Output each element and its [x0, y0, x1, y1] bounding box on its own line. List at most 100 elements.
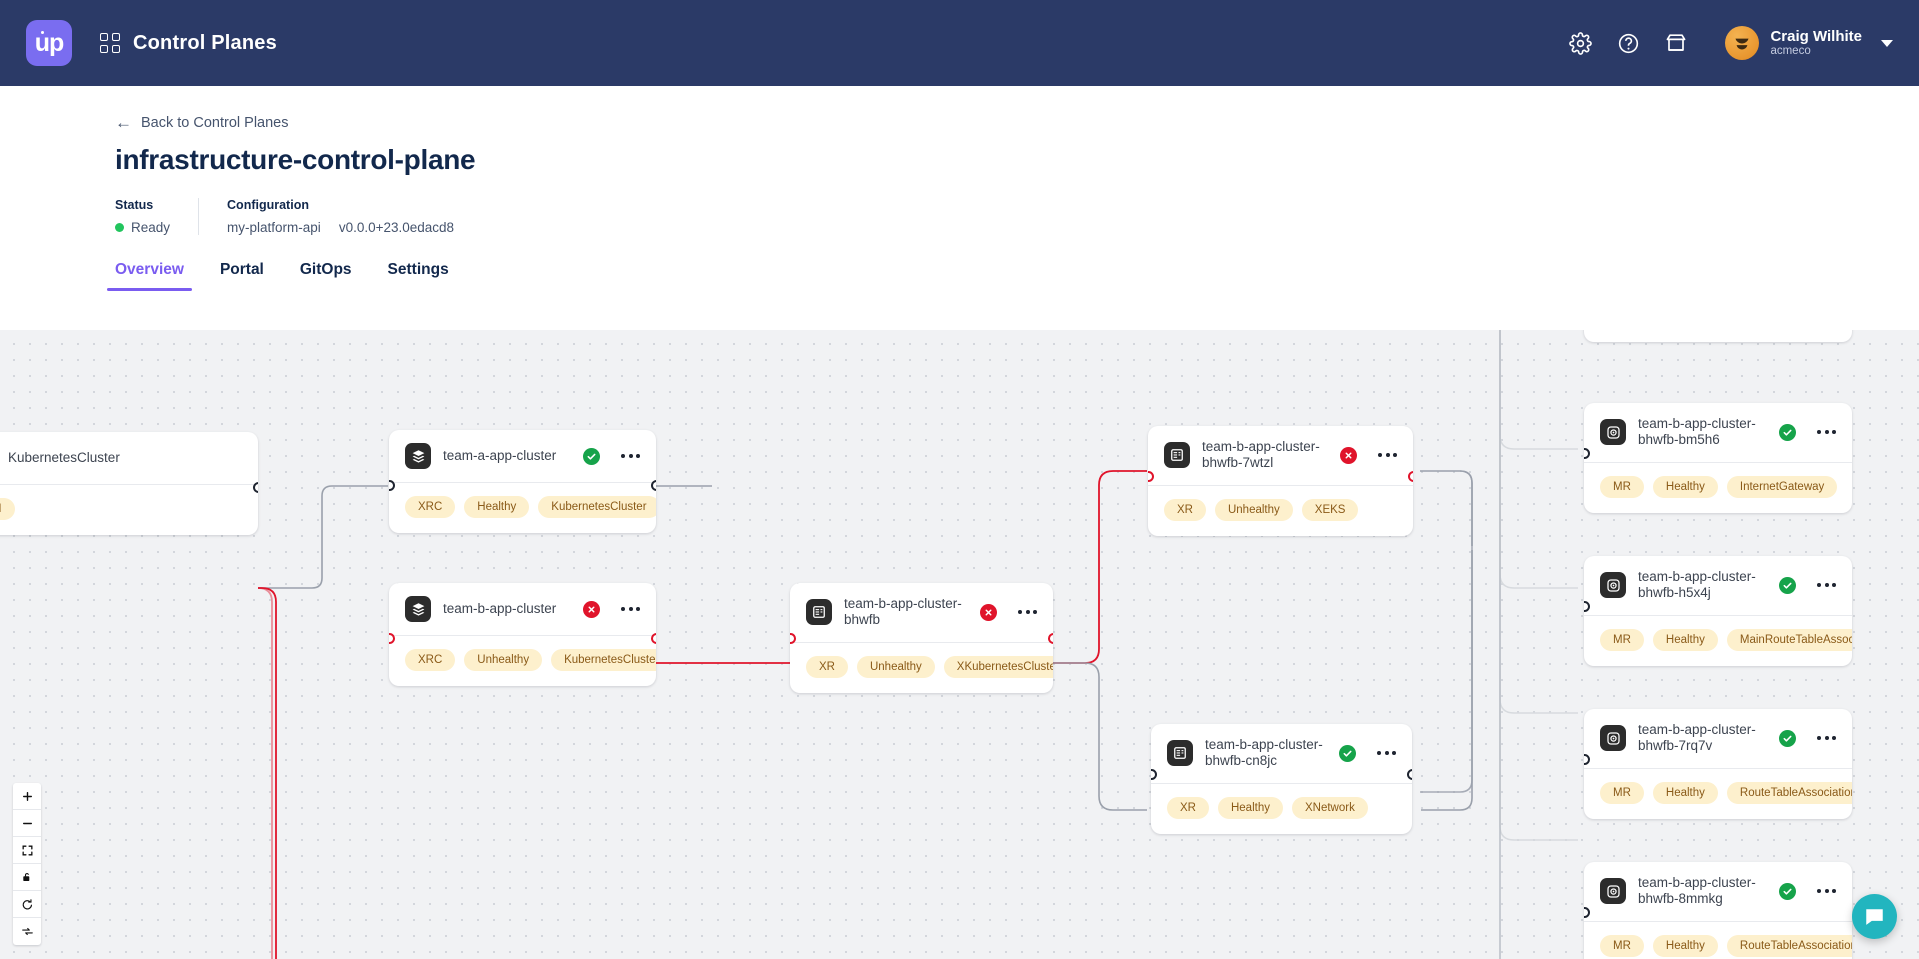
node-divider — [389, 635, 656, 636]
tab-overview[interactable]: Overview — [107, 261, 192, 291]
node-title: team-b-app-cluster — [443, 600, 557, 616]
status-value-row: Ready — [115, 220, 170, 235]
status-healthy-icon — [1339, 744, 1356, 762]
refresh-icon[interactable] — [13, 918, 41, 945]
status-unhealthy-icon — [583, 600, 600, 618]
managed-resource-icon — [1600, 878, 1626, 905]
graph-node-team-b-app-cluster[interactable]: team-b-app-cluster XRC Unhealthy Kuberne… — [389, 583, 656, 686]
node-handle-left[interactable] — [1584, 754, 1590, 765]
node-header: team-b-app-cluster — [389, 583, 656, 635]
node-header: team-b-app-cluster-bhwfb — [790, 583, 1053, 642]
zoom-out-button[interactable] — [13, 810, 41, 837]
node-tags: XR Healthy XNetwork — [1151, 784, 1412, 834]
node-header: team-b-app-cluster-bhwfb-7wtzl — [1148, 426, 1413, 485]
page-header: ← Back to Control Planes infrastructure-… — [0, 86, 1919, 291]
node-handle-left[interactable] — [1148, 471, 1154, 482]
graph-node-team-a-app-cluster[interactable]: team-a-app-cluster XRC Healthy Kubernete… — [389, 430, 656, 533]
graph-node-team-b-app-cluster-bhwfb-cn8jc[interactable]: team-b-app-cluster-bhwfb-cn8jc XR Health… — [1151, 724, 1412, 834]
node-divider — [1151, 782, 1412, 784]
graph-node-team-b-app-cluster-bhwfb-7rq7v[interactable]: team-b-app-cluster-bhwfb-7rq7v MR Health… — [1584, 709, 1852, 819]
node-handle-left[interactable] — [1584, 601, 1590, 612]
node-menu-button[interactable] — [1808, 426, 1838, 438]
graph-node-team-b-app-cluster-bhwfb[interactable]: team-b-app-cluster-bhwfb XR Unhealthy XK… — [790, 583, 1053, 693]
node-tag: Healthy — [1217, 796, 1283, 819]
node-handle-left[interactable] — [1584, 907, 1590, 918]
node-handle-left[interactable] — [790, 633, 796, 644]
tab-gitops[interactable]: GitOps — [299, 261, 352, 278]
node-tags: XR Unhealthy XEKS — [1148, 486, 1413, 536]
user-menu[interactable]: Craig Wilhite acmeco — [1725, 26, 1893, 60]
node-handle-left[interactable] — [1151, 769, 1157, 780]
graph-node-team-b-app-cluster-bhwfb-8mmkg[interactable]: team-b-app-cluster-bhwfb-8mmkg MR Health… — [1584, 862, 1852, 959]
node-tags: MR Healthy MainRouteTableAssociation — [1584, 616, 1852, 666]
node-tags: XR Unhealthy XKubernetesCluster — [790, 643, 1053, 693]
status-dot-icon — [115, 223, 124, 232]
graph-node-team-b-app-cluster-bhwfb-h5x4j[interactable]: team-b-app-cluster-bhwfb-h5x4j MR Health… — [1584, 556, 1852, 666]
tab-portal[interactable]: Portal — [219, 261, 264, 278]
node-divider — [1584, 920, 1852, 922]
composite-icon — [806, 599, 832, 626]
node-menu-button[interactable] — [612, 450, 642, 462]
node-header: team-b-app-cluster-bhwfb-8mmkg — [1584, 862, 1852, 921]
node-menu-button[interactable] — [1808, 579, 1838, 591]
managed-resource-icon — [1600, 419, 1626, 446]
node-menu-button[interactable] — [1368, 747, 1398, 759]
graph-node-team-b-app-cluster-bhwfb-bm5h6[interactable]: team-b-app-cluster-bhwfb-bm5h6 MR Health… — [1584, 403, 1852, 513]
node-handle-left[interactable] — [1584, 448, 1590, 459]
node-header: K KubernetesCluster — [0, 432, 258, 484]
node-tag: KubernetesCluster — [551, 649, 656, 671]
status-healthy-icon — [1779, 882, 1796, 900]
node-handle-right[interactable] — [650, 633, 656, 644]
node-tags: MR Healthy RouteTableAssociation — [1584, 922, 1852, 959]
node-handle-left[interactable] — [389, 480, 395, 491]
node-menu-button[interactable] — [1808, 885, 1838, 897]
configuration-block: Configuration my-platform-api v0.0.0+23.… — [198, 198, 482, 235]
chevron-down-icon[interactable] — [1881, 39, 1893, 47]
node-tag: MR — [1600, 934, 1644, 957]
status-unhealthy-icon — [980, 603, 997, 621]
back-to-control-planes-link[interactable]: ← Back to Control Planes — [115, 114, 289, 131]
node-handle-right[interactable] — [1407, 471, 1413, 482]
node-title: team-b-app-cluster-bhwfb-h5x4j — [1638, 569, 1756, 601]
help-icon[interactable] — [1615, 30, 1641, 56]
gear-icon[interactable] — [1567, 30, 1593, 56]
node-divider — [790, 641, 1053, 643]
node-menu-button[interactable] — [1009, 606, 1039, 618]
node-menu-button[interactable] — [612, 603, 642, 615]
node-header: team-b-app-cluster-bhwfb-7rq7v — [1584, 709, 1852, 768]
graph-node-partial-top[interactable] — [1584, 330, 1852, 342]
node-tag: MR — [1600, 781, 1644, 804]
fit-view-icon[interactable] — [13, 837, 41, 864]
node-menu-button[interactable] — [1808, 732, 1838, 744]
control-planes-nav[interactable]: Control Planes — [100, 32, 277, 55]
user-name: Craig Wilhite — [1770, 27, 1862, 45]
configuration-label: Configuration — [227, 198, 309, 212]
node-divider — [0, 484, 258, 485]
node-tag: XR — [806, 655, 848, 678]
node-header: team-a-app-cluster — [389, 430, 656, 482]
upbound-logo[interactable]: up — [26, 20, 72, 66]
node-handle-right[interactable] — [252, 482, 258, 493]
reset-icon[interactable] — [13, 891, 41, 918]
lock-icon[interactable] — [13, 864, 41, 891]
graph-node-team-b-app-cluster-bhwfb-7wtzl[interactable]: team-b-app-cluster-bhwfb-7wtzl XR Unheal… — [1148, 426, 1413, 536]
node-title: KubernetesCluster — [8, 449, 120, 465]
graph-node-kubernetescluster[interactable]: K KubernetesCluster API — [0, 432, 258, 535]
node-menu-button[interactable] — [1369, 449, 1399, 461]
zoom-in-button[interactable] — [13, 783, 41, 810]
node-handle-left[interactable] — [389, 633, 395, 644]
node-tags: XRC Healthy KubernetesCluster — [389, 483, 656, 533]
node-handle-right[interactable] — [650, 480, 656, 491]
node-tag: InternetGateway — [1726, 475, 1838, 498]
back-link-label: Back to Control Planes — [141, 114, 289, 131]
resource-graph-canvas[interactable]: K KubernetesCluster API team-a-app-clust… — [0, 330, 1919, 959]
node-handle-right[interactable] — [1406, 769, 1412, 780]
node-tag: RouteTableAssociation — [1726, 934, 1852, 957]
logo-dot — [41, 31, 44, 34]
marketplace-icon[interactable] — [1663, 30, 1689, 56]
chat-support-button[interactable] — [1852, 894, 1897, 939]
node-tag: XR — [1164, 498, 1206, 521]
node-handle-right[interactable] — [1047, 633, 1053, 644]
tab-settings[interactable]: Settings — [387, 261, 449, 278]
page-title: infrastructure-control-plane — [115, 144, 476, 175]
